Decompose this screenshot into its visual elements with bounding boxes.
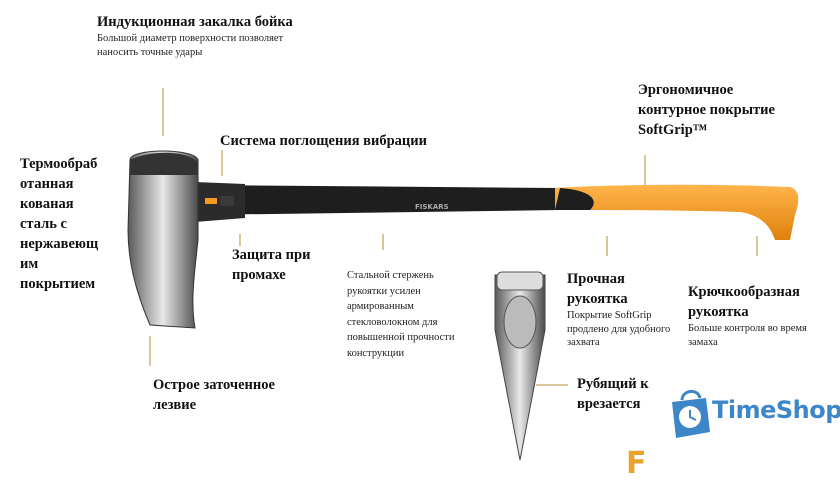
callout-text: Эргономичное <box>638 82 734 98</box>
callout-steel: Термообраб отанная кованая сталь с нержа… <box>20 154 98 294</box>
callout-text: Большой диаметр поверхности позволяет <box>97 33 284 44</box>
callout-text: Защита при <box>232 247 311 263</box>
callout-text: конструкции <box>347 347 405 359</box>
callout-text: сталь с <box>20 216 67 232</box>
callout-text: стекловолокном для <box>347 316 438 328</box>
leader-line <box>606 236 608 256</box>
callout-text: Больше контроля во время <box>688 323 807 334</box>
leader-line <box>239 234 241 246</box>
callout-text: покрытием <box>20 276 96 292</box>
leader-line <box>149 336 151 366</box>
callout-text: контурное покрытие <box>638 102 775 118</box>
leader-line <box>756 236 758 256</box>
callout-text: Острое заточенное <box>153 377 275 393</box>
leader-line <box>536 384 568 386</box>
leader-line <box>162 88 164 136</box>
callout-text: врезается <box>577 396 641 412</box>
callout-title: Индукционная закалка бойка <box>97 14 293 30</box>
callout-text: нержавеющ <box>20 236 99 252</box>
callout-text: продлено для удобного <box>567 323 671 335</box>
callout-text: Термообраб <box>20 156 98 172</box>
callout-blade: Острое заточенное лезвие <box>153 375 275 415</box>
callout-text: повышенной прочности <box>347 332 455 343</box>
callout-text: SoftGrip™ <box>638 122 708 138</box>
callout-text: замаха <box>688 336 718 348</box>
callout-text: Крючкообразная <box>688 284 800 300</box>
wedge-profile <box>494 271 546 461</box>
leader-line <box>382 234 384 250</box>
callout-rod: Стальной стержень рукоятки усилен армиро… <box>347 268 455 361</box>
callout-miss-protection: Защита при промахе <box>232 245 310 285</box>
callout-text: лезвие <box>153 397 197 413</box>
handle <box>195 182 799 240</box>
callout-text: армированным <box>347 301 414 312</box>
callout-text: кованая <box>20 196 74 212</box>
callout-text: рукоятка <box>567 291 628 307</box>
callout-text: рукоятка <box>688 304 749 320</box>
callout-vibration: Система поглощения вибрации <box>220 133 427 149</box>
callout-handle: Прочная рукоятка Покрытие SoftGrip продл… <box>567 269 670 350</box>
handle-brand: FISKARS <box>415 203 449 211</box>
callout-text: рукоятки усилен <box>347 285 421 297</box>
callout-induction: Индукционная закалка бойка Большой диаме… <box>97 12 293 59</box>
callout-text: отанная <box>20 176 74 192</box>
callout-softgrip: Эргономичное контурное покрытие SoftGrip… <box>638 80 775 140</box>
callout-text: наносить точные удары <box>97 46 203 58</box>
leader-line <box>221 150 223 176</box>
callout-text: им <box>20 256 39 272</box>
callout-text: захвата <box>567 337 600 348</box>
axe-head <box>127 150 199 329</box>
brand-mark: F <box>626 446 647 481</box>
callout-text: Прочная <box>567 271 625 287</box>
callout-text: Стальной стержень <box>347 270 434 281</box>
callout-wedge: Рубящий к врезается <box>577 374 649 414</box>
callout-text: Покрытие SoftGrip <box>567 310 652 321</box>
leader-line <box>644 155 646 185</box>
callout-text: промахе <box>232 267 286 283</box>
watermark-text: TimeShop <box>712 396 840 424</box>
callout-hook: Крючкообразная рукоятка Больше контроля … <box>688 282 807 349</box>
callout-text: Рубящий к <box>577 376 649 392</box>
